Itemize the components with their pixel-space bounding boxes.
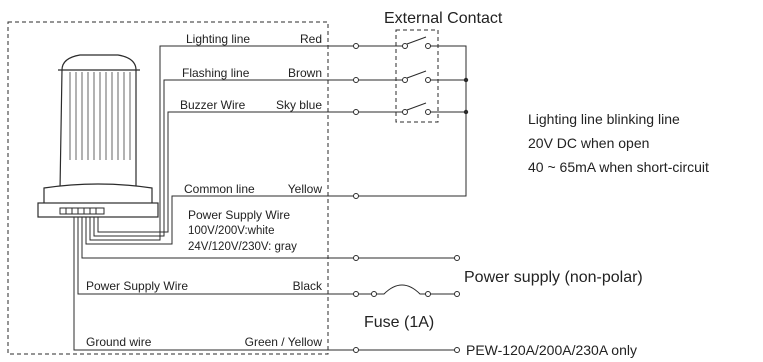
buzzer-wire-label: Buzzer Wire (180, 98, 246, 112)
power-wire-note-line-1: Power Supply Wire (188, 208, 290, 222)
power-supply-wire-label: Power Supply Wire (86, 279, 188, 293)
beacon-lamp-icon (37, 54, 159, 218)
power-supply-wire-white-gray (81, 217, 354, 259)
switch-buzzer (402, 102, 431, 115)
ground-wire-label: Ground wire (86, 335, 152, 349)
fuse-label: Fuse (1A) (364, 314, 434, 331)
switch-flashing (402, 70, 431, 83)
ground-wire-color: Green / Yellow (245, 335, 323, 349)
power-wire-note-line-2: 100V/200V:white (188, 225, 275, 237)
flashing-line-color: Brown (288, 66, 322, 80)
common-line-label: Common line (184, 182, 255, 196)
lighting-line-color: Red (300, 32, 322, 46)
power-wire-note-line-3: 24V/120V/230V: gray (188, 241, 297, 253)
power-supply-label: Power supply (non-polar) (464, 269, 643, 286)
common-line-wire (85, 195, 354, 245)
external-contact-box (395, 29, 439, 123)
ground-wire (73, 217, 354, 351)
lighting-line-label: Lighting line (186, 32, 250, 46)
device-enclosure (7, 21, 329, 355)
note-line-3: 40 ~ 65mA when short-circuit (528, 159, 709, 175)
pew-model-label: PEW-120A/200A/230A only (466, 342, 637, 358)
external-contact-label: External Contact (384, 10, 503, 27)
switch-lighting (402, 36, 431, 49)
common-line-color: Yellow (288, 182, 323, 196)
fuse-icon (376, 284, 426, 295)
note-line-1: Lighting line blinking line (528, 111, 680, 127)
flashing-line-label: Flashing line (182, 66, 250, 80)
power-supply-wire-color: Black (293, 279, 323, 293)
lighting-line-wire (89, 45, 354, 241)
flashing-line-wire (93, 79, 354, 237)
note-line-2: 20V DC when open (528, 135, 649, 151)
buzzer-wire-color: Sky blue (276, 98, 322, 112)
buzzer-wire (97, 111, 354, 233)
power-supply-wire-black (77, 217, 354, 295)
